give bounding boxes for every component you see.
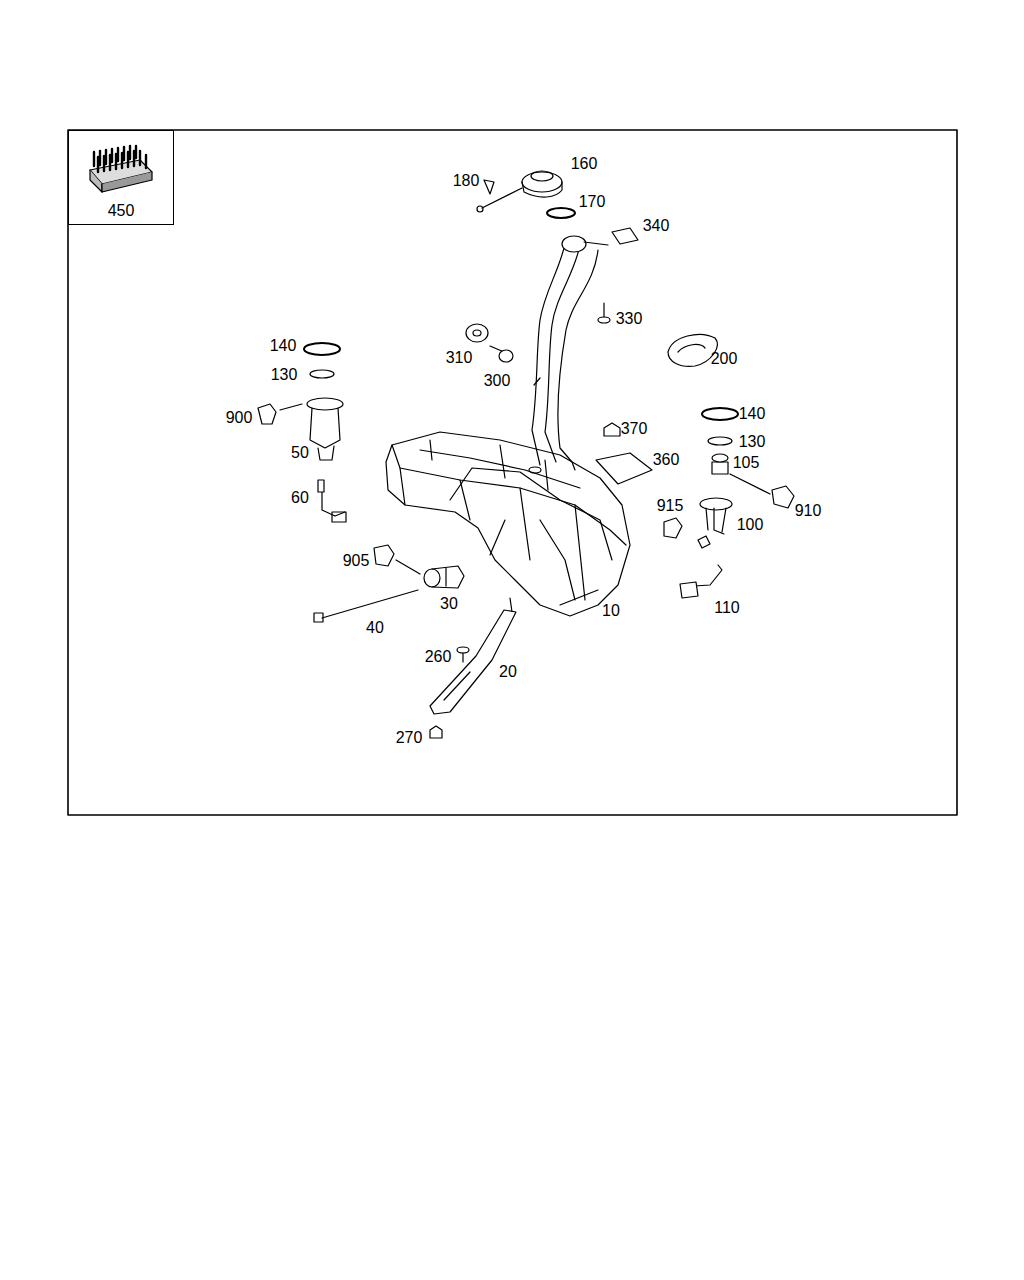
grommet xyxy=(466,324,488,342)
callout-number: 105 xyxy=(732,454,761,472)
pump-right xyxy=(680,408,738,598)
seal-ring xyxy=(547,208,575,218)
callout-number: 30 xyxy=(439,595,459,613)
callout-number: 450 xyxy=(69,202,173,220)
connector-tag xyxy=(772,486,794,508)
leader-line xyxy=(280,404,302,410)
callout-number: 260 xyxy=(424,648,453,666)
callout-number: 20 xyxy=(498,663,518,681)
callout-number: 330 xyxy=(615,310,644,328)
plug xyxy=(314,613,323,622)
callout-number: 300 xyxy=(483,372,512,390)
bolt xyxy=(598,303,610,323)
leader-line xyxy=(396,560,420,574)
callout-number: 40 xyxy=(365,619,385,637)
callout-number: 60 xyxy=(290,489,310,507)
callout-number: 140 xyxy=(738,405,767,423)
fuel-cap xyxy=(477,171,562,212)
callout-number: 905 xyxy=(342,552,371,570)
inset-box: 450 xyxy=(68,130,174,225)
frame xyxy=(68,130,957,815)
nut xyxy=(430,726,442,738)
filler-neck xyxy=(532,236,608,470)
connector-tag xyxy=(664,518,682,538)
callout-number: 50 xyxy=(290,444,310,462)
screw xyxy=(457,647,469,662)
callout-number: 180 xyxy=(452,172,481,190)
valve xyxy=(424,566,464,588)
callout-number: 310 xyxy=(445,349,474,367)
callout-number: 100 xyxy=(736,516,765,534)
plate xyxy=(596,453,652,484)
callout-number: 370 xyxy=(620,420,649,438)
callout-number: 110 xyxy=(713,599,741,617)
callout-number: 910 xyxy=(794,502,823,520)
callout-number: 340 xyxy=(642,217,671,235)
connector-tag xyxy=(374,545,394,566)
leader-line xyxy=(730,474,770,494)
pump-left xyxy=(304,343,346,522)
callout-number: 140 xyxy=(269,337,298,355)
line xyxy=(322,590,418,618)
connector-tag xyxy=(258,404,276,424)
callout-number: 130 xyxy=(738,433,767,451)
insulation-icon xyxy=(90,146,152,192)
cover-plate xyxy=(668,334,717,366)
callout-number: 200 xyxy=(710,350,739,368)
callout-number: 10 xyxy=(601,602,621,620)
bracket xyxy=(612,228,638,244)
fuel-tank xyxy=(386,432,630,616)
screw xyxy=(490,346,513,362)
callout-number: 170 xyxy=(578,193,607,211)
callout-number: 915 xyxy=(656,497,685,515)
callout-number: 270 xyxy=(395,729,424,747)
callout-number: 360 xyxy=(652,451,681,469)
callout-number: 900 xyxy=(225,409,254,427)
callout-number: 160 xyxy=(570,155,599,173)
callout-number: 130 xyxy=(270,366,299,384)
nut xyxy=(604,423,620,436)
